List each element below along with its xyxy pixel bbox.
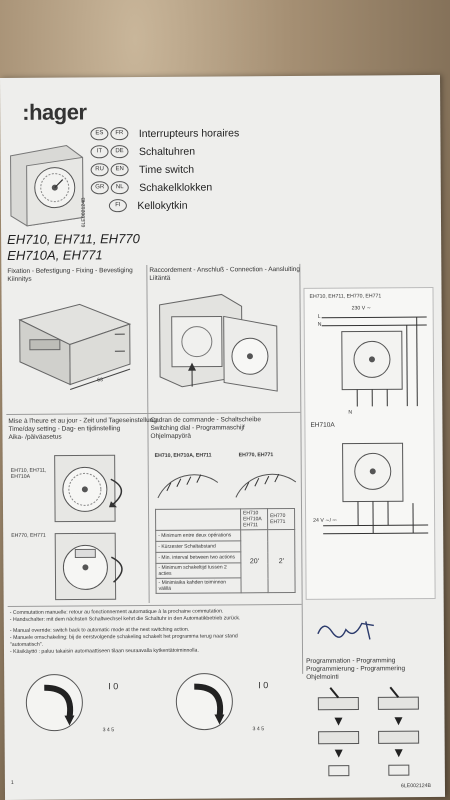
- page-number: 1: [10, 779, 14, 786]
- table-header-blank: [155, 508, 241, 531]
- footer-code: 6LE002124B: [400, 783, 431, 790]
- wiring-models: EH710, EH711, EH770, EH771: [309, 293, 382, 300]
- connection-heading: Raccordement - Anschluß - Connection - A…: [149, 265, 301, 274]
- lang-code-fr: FR: [110, 127, 129, 141]
- hager-logo: :hager: [22, 99, 87, 125]
- lang-code-en: EN: [110, 163, 129, 177]
- table-row: - Minimum schakeltijd tussen 2 acties: [155, 562, 241, 579]
- lang-label-fr: Interrupteurs horaires: [138, 127, 240, 140]
- table-val2: 2': [267, 529, 296, 593]
- programming-heading-2: Programmierung - Programmering: [306, 665, 406, 673]
- lang-label-nl: Schakelklokken: [139, 181, 213, 194]
- dial-models-2: EH770, EH771: [238, 452, 274, 459]
- table-row: - Min. interval between two actions: [155, 551, 241, 564]
- lang-code-nl: NL: [110, 181, 129, 195]
- time-switch-dial-1: [54, 454, 123, 523]
- handwritten-scribble: [317, 621, 374, 640]
- override-line: - Manuele omschakeling: bij de eerstvolg…: [9, 633, 238, 641]
- dial-heading-2: Switching dial - Programmaschijf: [150, 424, 245, 432]
- lang-label-de: Schaltuhren: [138, 145, 196, 158]
- dial-heading: Cadran de commande - Schaltscheibe: [150, 416, 261, 424]
- lang-label-fi: Kellokytkin: [137, 199, 188, 212]
- interval-table: EH710 EH710A EH711 EH770 EH771 - Minimum…: [155, 508, 296, 594]
- model-list-line-2: EH710A, EH771: [7, 247, 103, 263]
- time-setting-heading-3: Aika- /päiväasetus: [8, 433, 62, 441]
- divider-vertical-1: [146, 264, 150, 603]
- override-line: - Handschalter: mit dem nächsten Schaltw…: [9, 615, 241, 623]
- fixation-dimension: 63: [97, 377, 103, 384]
- table-col1-header: EH710 EH710A EH711: [240, 508, 268, 530]
- override-terminals-1: 3 4 5: [102, 727, 115, 734]
- override-switch-label-1: I 0: [108, 681, 119, 692]
- programming-heading-3: Ohjelmointi: [306, 673, 339, 681]
- override-dial-2: [175, 673, 233, 731]
- override-switch-label-2: I 0: [258, 680, 269, 691]
- wiring-n-bottom: N: [348, 409, 353, 416]
- lang-code-fi: FI: [108, 199, 127, 213]
- model-list-line-1: EH710, EH711, EH770: [7, 231, 140, 247]
- divider-horizontal-1: [6, 411, 301, 415]
- programming-heading: Programmation - Programming: [306, 657, 396, 665]
- table-val1: 20': [240, 529, 269, 593]
- time-setting-heading: Mise à l'heure et au jour - Zeit und Tag…: [8, 416, 157, 425]
- language-row-fi: FI Kellokytkin: [108, 197, 188, 213]
- override-line: - Käsikäyttö : paluu takaisin automaatti…: [9, 647, 199, 655]
- lang-label-en: Time switch: [139, 163, 195, 176]
- time-switch-illustration: [10, 145, 84, 227]
- fixation-diagram: [18, 303, 132, 390]
- time-setting-heading-2: Time/day setting - Dag- en tijdinstellin…: [8, 425, 121, 433]
- table-col2-header: EH770 EH771: [267, 508, 295, 530]
- time-models-2: EH770, EH771: [11, 532, 46, 539]
- eh710a-voltage: 24 V ∼/ ⎓: [313, 517, 337, 524]
- lang-code-ru: RU: [90, 163, 109, 177]
- eh710a-label: EH710A: [310, 421, 335, 429]
- table-row: - Minimum entre deux opérations: [155, 529, 241, 542]
- dial-models-1: EH710, EH710A, EH711: [154, 452, 212, 459]
- fixation-heading: Fixation - Befestigung - Fixing - Bevest…: [7, 267, 133, 275]
- wiring-diagram-1: [321, 316, 427, 407]
- override-terminals-2: 3 4 5: [252, 726, 265, 733]
- connection-heading-2: Liitäntä: [149, 274, 171, 282]
- dial-heading-3: Ohjelmapyörä: [150, 432, 191, 440]
- override-line: - Manual override: switch back to automa…: [9, 626, 190, 634]
- override-line: "automatisch".: [9, 641, 44, 648]
- fixation-heading-2: Kiinnitys: [7, 275, 32, 283]
- programming-diagram: [317, 686, 420, 777]
- wiring-diagram-2: [323, 442, 429, 535]
- side-code: 6LE002124B: [80, 197, 88, 228]
- connection-diagram: [159, 293, 278, 392]
- override-dial-1: [25, 674, 83, 732]
- time-models-1: EH710, EH711, EH710A: [10, 467, 47, 480]
- lang-code-de: DE: [110, 145, 129, 159]
- lang-code-gr: GR: [90, 181, 109, 195]
- lang-code-es: ES: [90, 127, 109, 141]
- table-row: - Minimiaika kahden toiminnon välillä: [155, 577, 242, 594]
- time-switch-dial-2: [54, 532, 123, 601]
- dial-sector-1: [157, 474, 219, 499]
- dial-sector-2: [235, 473, 297, 498]
- lang-code-it: IT: [90, 145, 109, 159]
- table-row: - Kürzester Schaltabstand: [155, 540, 241, 553]
